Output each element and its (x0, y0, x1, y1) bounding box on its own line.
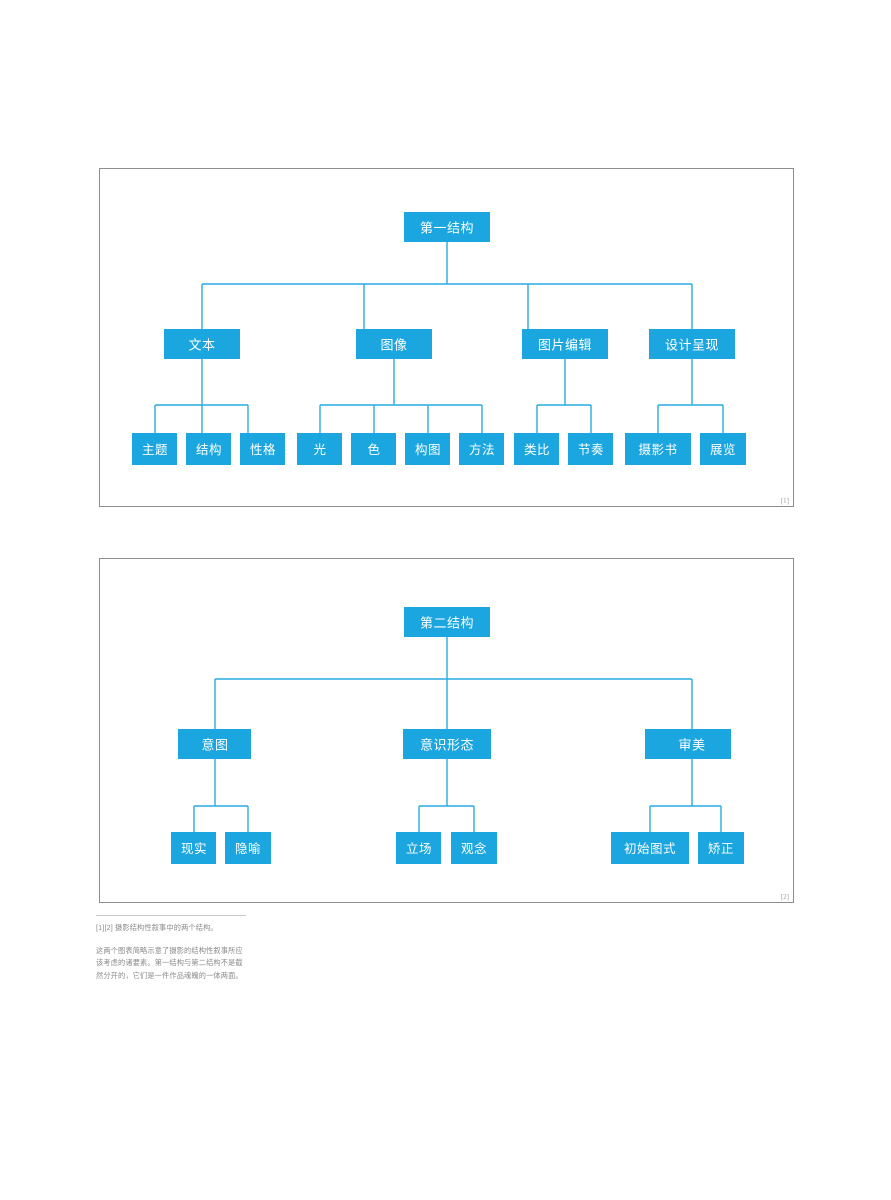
figure-1-leaf-label-0-2: 性格 (250, 442, 276, 457)
figure-1-level2-label-2: 图片编辑 (538, 338, 592, 353)
figure-2-root-label: 第二结构 (420, 616, 474, 631)
figure-1-leaf-node-0-0[interactable]: 主题 (132, 433, 177, 465)
figure-1-level2-node-1[interactable]: 图像 (356, 329, 432, 359)
figure-1-leaf-label-2-0: 类比 (524, 443, 550, 457)
figure-1-leaf-node-1-1[interactable]: 色 (351, 433, 396, 465)
figure-2-level2-label-2: 审美 (678, 738, 705, 753)
figure-1-leaf-label-0-1: 结构 (196, 442, 222, 457)
caption-block: [1][2] 摄影结构性叙事中的两个结构。 这两个图表简略示意了摄影的结构性叙事… (96, 915, 246, 982)
figure-2-leaf-node-0-0[interactable]: 现实 (171, 832, 216, 864)
figure-1-leaf-node-3-0[interactable]: 摄影书 (625, 433, 691, 465)
figure-2-marker: [2] (780, 893, 789, 901)
figure-1-connectors (154, 242, 724, 433)
figure-caption: [1][2] 摄影结构性叙事中的两个结构。 (96, 923, 218, 932)
figure-1-leaf-label-0-0: 主题 (142, 443, 168, 457)
figure-2-leaf-node-2-1[interactable]: 矫正 (698, 832, 744, 864)
figure-1-level2-label-0: 文本 (188, 338, 215, 353)
figure-1-diagram: 第一结构 文本 图像 图片编辑 设计呈现 主题 (132, 212, 746, 465)
figure-2-connectors (193, 637, 722, 832)
figure-1-leaf-label-1-2: 构图 (415, 442, 441, 457)
figure-2-leaf-label-0-1: 隐喻 (235, 841, 261, 856)
figure-2-leaf-label-2-1: 矫正 (708, 841, 734, 856)
figure-2-leaf-label-1-0: 立场 (406, 841, 432, 856)
figure-1-leaf-node-2-0[interactable]: 类比 (514, 433, 559, 465)
figure-1-leaf-label-1-0: 光 (313, 443, 326, 457)
figure-1-level2-node-3[interactable]: 设计呈现 (649, 329, 735, 359)
figure-2-level2-label-0: 意图 (201, 738, 228, 753)
figure-1-leaf-label-3-1: 展览 (710, 442, 736, 457)
figure-2-level2-node-2[interactable]: 审美 (645, 729, 731, 759)
figure-1-marker: [1] (780, 497, 789, 505)
figure-2-level2-node-1[interactable]: 意识形态 (403, 729, 491, 759)
figure-1-leaf-label-1-1: 色 (367, 442, 380, 457)
figure-1-leaf-node-1-2[interactable]: 构图 (405, 433, 450, 465)
figure-1-leaf-label-1-3: 方法 (469, 442, 495, 457)
figure-2-level2-label-1: 意识形态 (420, 738, 474, 753)
figure-1-level2-node-2[interactable]: 图片编辑 (522, 329, 608, 359)
figure-1-root-node[interactable]: 第一结构 (404, 212, 490, 242)
figure-1-level2-label-1: 图像 (380, 338, 407, 353)
figure-1-leaf-node-0-2[interactable]: 性格 (240, 433, 285, 465)
figure-1-leaf-node-2-1[interactable]: 节奏 (568, 433, 613, 465)
figure-1-frame: 第一结构 文本 图像 图片编辑 设计呈现 主题 (99, 168, 794, 507)
figure-2-leaf-label-0-0: 现实 (181, 841, 207, 856)
figure-1-leaf-node-3-1[interactable]: 展览 (700, 433, 746, 465)
figure-1-leaf-node-1-3[interactable]: 方法 (459, 433, 504, 465)
figure-2-level2-node-0[interactable]: 意图 (178, 729, 251, 759)
figure-2-leaf-node-2-0[interactable]: 初始图式 (611, 832, 689, 864)
figure-1-leaf-node-1-0[interactable]: 光 (297, 433, 342, 465)
caption-body-text: 这两个图表简略示意了摄影的结构性叙事所应该考虑的诸要素。第一结构与第二结构不是截… (96, 946, 243, 980)
figure-1-leaf-label-2-1: 节奏 (578, 443, 604, 457)
figure-1-leaf-label-3-0: 摄影书 (638, 442, 677, 457)
figure-1-level2-label-3: 设计呈现 (665, 338, 719, 353)
figure-2-leaf-node-1-1[interactable]: 观念 (451, 832, 497, 864)
figure-1-level2-node-0[interactable]: 文本 (164, 329, 240, 359)
figure-2-leaf-label-1-1: 观念 (461, 841, 487, 856)
figure-2-leaf-node-0-1[interactable]: 隐喻 (225, 832, 271, 864)
figure-1-root-label: 第一结构 (420, 221, 474, 236)
figure-2-leaf-node-1-0[interactable]: 立场 (396, 832, 441, 864)
figure-2-leaf-label-2-0: 初始图式 (624, 842, 676, 856)
figure-2-diagram: 第二结构 意图 意识形态 审美 现实 隐喻 (171, 607, 744, 864)
figure-1-leaf-node-0-1[interactable]: 结构 (186, 433, 231, 465)
figure-2-frame: 第二结构 意图 意识形态 审美 现实 隐喻 (99, 558, 794, 903)
figure-2-root-node[interactable]: 第二结构 (404, 607, 490, 637)
